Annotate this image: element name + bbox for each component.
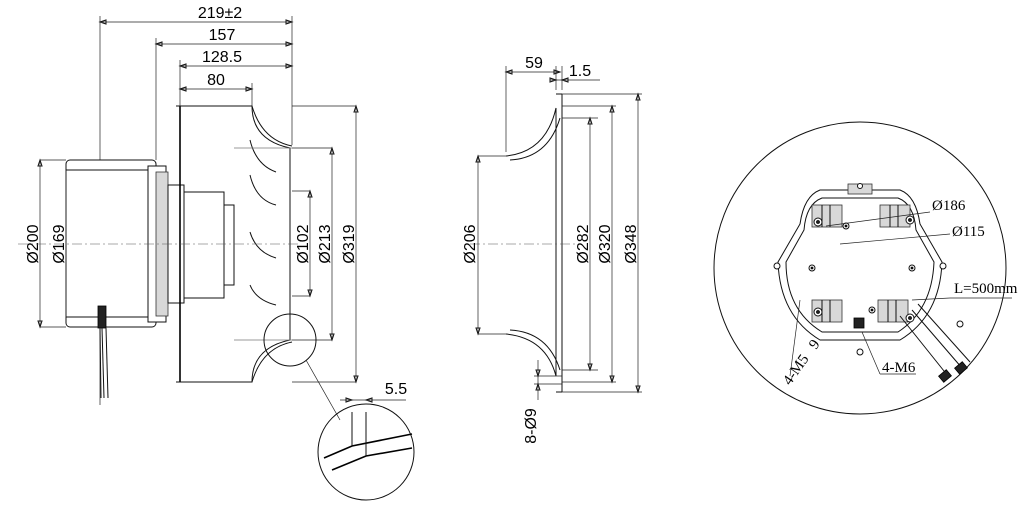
cable-length: L=500mm xyxy=(954,281,1018,297)
dim-d319: Ø319 xyxy=(341,224,358,263)
dim-holes: 8-Ø9 xyxy=(523,408,540,444)
outer-ring xyxy=(713,121,1007,415)
inlet-view: 59 1.5 Ø206 Ø282 Ø320 Ø348 xyxy=(462,55,642,444)
dim-length-128: 128.5 xyxy=(202,49,242,66)
dim-length-80: 80 xyxy=(207,72,225,89)
dim-depth-59: 59 xyxy=(525,55,543,72)
dim-d213: Ø213 xyxy=(317,224,334,263)
dim-d282: Ø282 xyxy=(575,224,592,263)
dim-inner-206: Ø206 xyxy=(462,224,479,263)
dim-d320: Ø320 xyxy=(597,224,614,263)
dim-d348: Ø348 xyxy=(623,224,640,263)
thread-m6: 4-M6 xyxy=(882,360,916,376)
dim-front-d186: Ø186 xyxy=(932,198,966,214)
dim-d102: Ø102 xyxy=(295,224,312,263)
dim-overall-length: 219±2 xyxy=(198,5,242,22)
mounting-brackets xyxy=(811,204,911,323)
dim-thickness-55: 5.5 xyxy=(385,381,407,398)
side-view: 219±2 157 128.5 80 Ø200 Ø169 xyxy=(18,5,415,501)
front-view: Ø186 Ø115 L=500mm 4-M5 9 4-M6 xyxy=(713,121,1018,415)
thread-depth: 9 xyxy=(806,337,823,352)
bolt-holes xyxy=(773,183,947,356)
dim-length-157: 157 xyxy=(209,27,236,44)
dim-front-d115: Ø115 xyxy=(952,224,985,240)
dim-motor-od: Ø200 xyxy=(25,224,42,263)
dim-lip-15: 1.5 xyxy=(569,63,591,80)
thread-m5: 4-M5 xyxy=(780,352,812,388)
cable-glands xyxy=(899,303,971,383)
